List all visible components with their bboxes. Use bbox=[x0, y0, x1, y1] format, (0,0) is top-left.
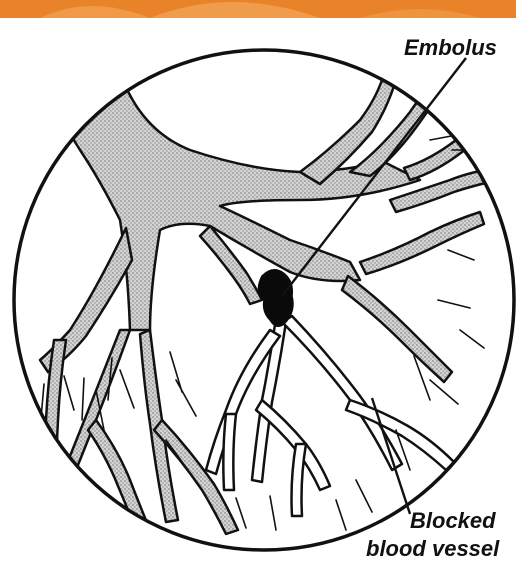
vessel-network bbox=[40, 70, 498, 534]
embolus-clot-icon bbox=[258, 270, 293, 327]
blocked-label-line2: blood vessel bbox=[366, 535, 499, 562]
embolus-label: Embolus bbox=[404, 34, 497, 61]
blocked-label-line1: Blocked bbox=[410, 507, 496, 534]
